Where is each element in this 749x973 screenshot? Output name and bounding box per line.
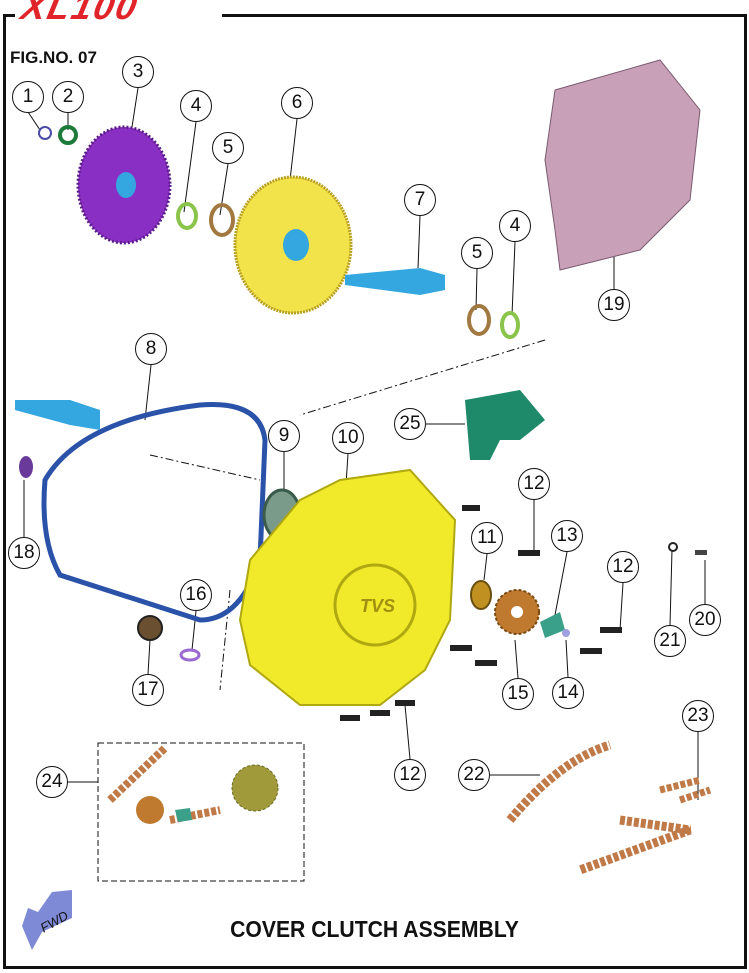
kit-lock-plate: [175, 808, 192, 822]
gear-hub-part-3: [116, 172, 136, 198]
callout-9: 9: [268, 420, 300, 452]
washer-part-21: [668, 542, 678, 552]
sprocket-cover-part-19: [544, 59, 701, 271]
callout-3: 3: [122, 56, 154, 88]
callout-1: 1: [12, 81, 44, 113]
callout-15: 15: [502, 678, 534, 710]
chain-guide-part-25: [465, 390, 545, 460]
callout-16: 16: [180, 579, 212, 611]
shim-part-5: [209, 203, 235, 237]
callout-13: 13: [551, 520, 583, 552]
kit-sprocket: [136, 796, 164, 824]
callout-5: 5: [212, 132, 244, 164]
o-ring-part-16: [179, 648, 201, 662]
lock-plate-part-13: [540, 612, 565, 638]
callout-2: 2: [52, 81, 84, 113]
cover-emblem: [333, 563, 417, 647]
callout-7: 7: [404, 184, 436, 216]
callout-14: 14: [552, 677, 584, 709]
callout-21: 21: [654, 625, 686, 657]
callout-4: 4: [180, 90, 212, 122]
callout-12c: 12: [394, 759, 426, 791]
frame-top: [222, 14, 747, 17]
cover-clutch-part-10: [238, 468, 457, 706]
callout-19: 19: [598, 289, 630, 321]
washer-part-4: [176, 202, 198, 230]
washer-part-4b: [500, 311, 520, 339]
screw-part-20: [695, 550, 707, 555]
figure-number: FIG.NO. 07: [10, 48, 97, 67]
circlip-part-1: [38, 126, 52, 140]
plug-part-17: [137, 615, 163, 641]
gasket-part-8: [41, 401, 268, 623]
oil-seal-part-18: [19, 456, 33, 478]
callout-8: 8: [135, 333, 167, 365]
callout-22: 22: [458, 759, 490, 791]
shaft-part-8-view: [15, 400, 100, 430]
shim-part-5b: [467, 304, 491, 336]
shaft-part-7: [345, 268, 445, 295]
callout-12a: 12: [518, 468, 550, 500]
diagram-title: COVER CLUTCH ASSEMBLY: [230, 916, 519, 942]
gear-hub-part-6: [283, 229, 309, 261]
callout-25: 25: [394, 408, 426, 440]
callout-10: 10: [332, 422, 364, 454]
sprocket-hole: [511, 606, 523, 618]
callout-4b: 4: [499, 210, 531, 242]
kit-box-24: [97, 742, 305, 882]
callout-5b: 5: [461, 237, 493, 269]
frame-top-left: [3, 14, 15, 17]
diagram-frame: [3, 16, 747, 969]
chain-kit-24: [107, 745, 221, 824]
callout-6: 6: [281, 87, 313, 119]
callout-17: 17: [132, 674, 164, 706]
callout-20: 20: [689, 604, 721, 636]
oil-seal-part-11: [470, 580, 492, 610]
fwd-arrow-icon: FWD: [22, 890, 72, 950]
callout-12b: 12: [607, 551, 639, 583]
kit-rear-sprocket: [231, 764, 279, 812]
washer-part-2: [58, 125, 78, 145]
bolts-part-12: [340, 505, 622, 721]
callout-11: 11: [471, 522, 503, 554]
callout-18: 18: [8, 537, 40, 569]
chain-link-part-23: [659, 776, 712, 804]
assembly-axis-lines: [149, 339, 546, 691]
callout-24: 24: [36, 766, 68, 798]
cover-brand-text: TVS: [360, 596, 395, 616]
callout-23: 23: [682, 700, 714, 732]
bolt-part-14: [562, 629, 570, 637]
chain-part-22: [506, 740, 692, 875]
